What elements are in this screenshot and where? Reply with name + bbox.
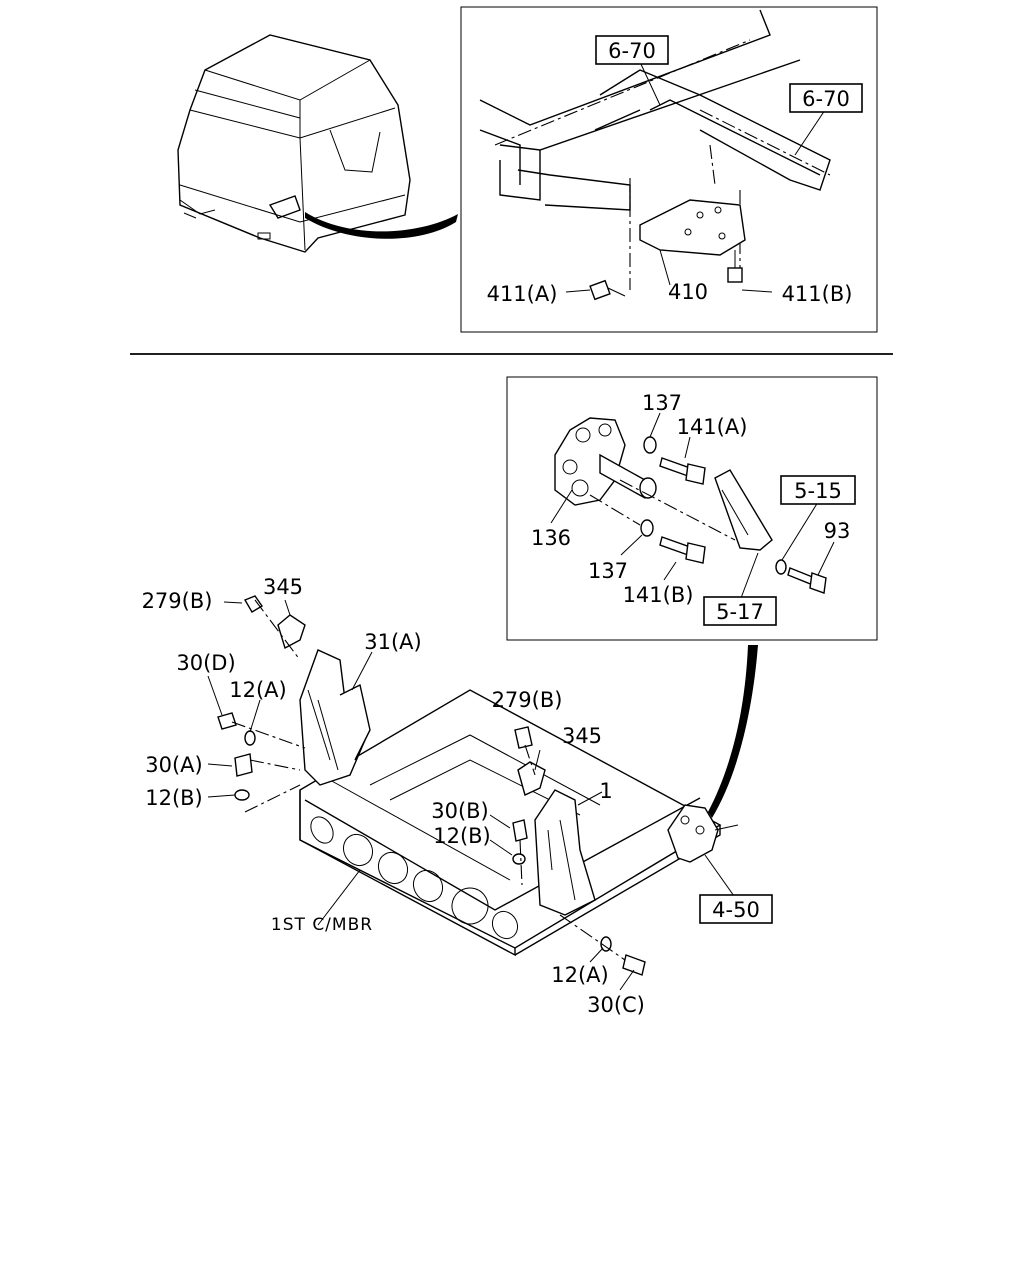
part-12a-left-label: 12(A) xyxy=(229,678,286,702)
bracket-1-drawing xyxy=(534,789,596,916)
part-31a-label: 31(A) xyxy=(364,630,421,654)
part-136-label: 136 xyxy=(531,526,571,550)
part-30b-label: 30(B) xyxy=(431,799,489,823)
washer-12a-left-icon xyxy=(244,730,256,746)
part-279b-right-label: 279(B) xyxy=(492,688,563,712)
bolt-141a-drawing xyxy=(659,457,706,485)
bolt-411a-drawing xyxy=(589,279,626,301)
washer-12b-right-icon xyxy=(512,853,526,865)
bolt-279b-left-icon xyxy=(243,595,264,613)
crossmember-label: 1ST C/MBR xyxy=(271,915,373,935)
clamp-345-right-icon xyxy=(517,761,546,796)
part-141b-label: 141(B) xyxy=(623,583,694,607)
part-411a-label: 411(A) xyxy=(487,282,558,306)
frame-rail-drawing xyxy=(479,9,831,290)
bolt-141b-drawing xyxy=(659,536,706,564)
ref-box-6-70-a[interactable]: 6-70 xyxy=(608,39,656,63)
part-345-left-label: 345 xyxy=(263,575,303,599)
part-12b-left-label: 12(B) xyxy=(145,786,203,810)
bolt-411b-drawing xyxy=(727,250,743,283)
washer-137-top-icon xyxy=(643,436,657,454)
part-345-right-label: 345 xyxy=(562,724,602,748)
truck-cab-drawing xyxy=(177,34,458,253)
part-30d-label: 30(D) xyxy=(176,651,235,675)
washer-93-icon xyxy=(775,559,787,575)
bolt-30d-icon xyxy=(217,712,237,730)
bushing-inset: 137 141(A) 136 137 141(B) 93 5-15 5-17 xyxy=(506,376,878,641)
part-410-label: 410 xyxy=(668,280,708,304)
bolt-30b-icon xyxy=(512,819,528,842)
spring-bracket-450-drawing xyxy=(667,804,739,863)
bolt-279b-right-icon xyxy=(514,726,533,749)
part-137-top-label: 137 xyxy=(642,391,682,415)
part-93-label: 93 xyxy=(824,519,851,543)
washer-12b-left-icon xyxy=(234,789,250,801)
part-30c-label: 30(C) xyxy=(587,993,645,1017)
part-1-label: 1 xyxy=(599,779,612,803)
part-411b-label: 411(B) xyxy=(782,282,853,306)
washer-137-bottom-icon xyxy=(640,519,654,537)
part-279b-left-label: 279(B) xyxy=(142,589,213,613)
clamp-345-left-icon xyxy=(277,614,306,650)
ref-box-5-17[interactable]: 5-17 xyxy=(716,600,764,624)
callout-arrow xyxy=(708,645,758,818)
main-assembly: 279(B) 345 30(D) 12(A) 31(A) 30(A) 12(B)… xyxy=(142,575,773,1017)
part-12b-right-label: 12(B) xyxy=(433,824,491,848)
bolt-93-drawing xyxy=(787,567,827,594)
crossmember-drawing xyxy=(299,689,722,957)
ref-box-4-50[interactable]: 4-50 xyxy=(712,898,760,922)
bolt-30c-icon xyxy=(622,954,646,976)
bracket-31a-drawing xyxy=(299,649,371,786)
spring-end-drawing xyxy=(714,469,773,551)
bolt-30a-icon xyxy=(234,753,253,777)
spring-bracket-drawing xyxy=(554,417,736,541)
part-30a-label: 30(A) xyxy=(145,753,202,777)
top-inset: 6-70 6-70 410 411(A) 411(B) xyxy=(460,6,878,333)
part-137-bottom-label: 137 xyxy=(588,559,628,583)
part-12a-right-label: 12(A) xyxy=(551,963,608,987)
ref-box-6-70-b[interactable]: 6-70 xyxy=(802,87,850,111)
bracket-410-drawing xyxy=(639,199,746,256)
ref-box-5-15[interactable]: 5-15 xyxy=(794,479,842,503)
part-141a-label: 141(A) xyxy=(677,415,748,439)
